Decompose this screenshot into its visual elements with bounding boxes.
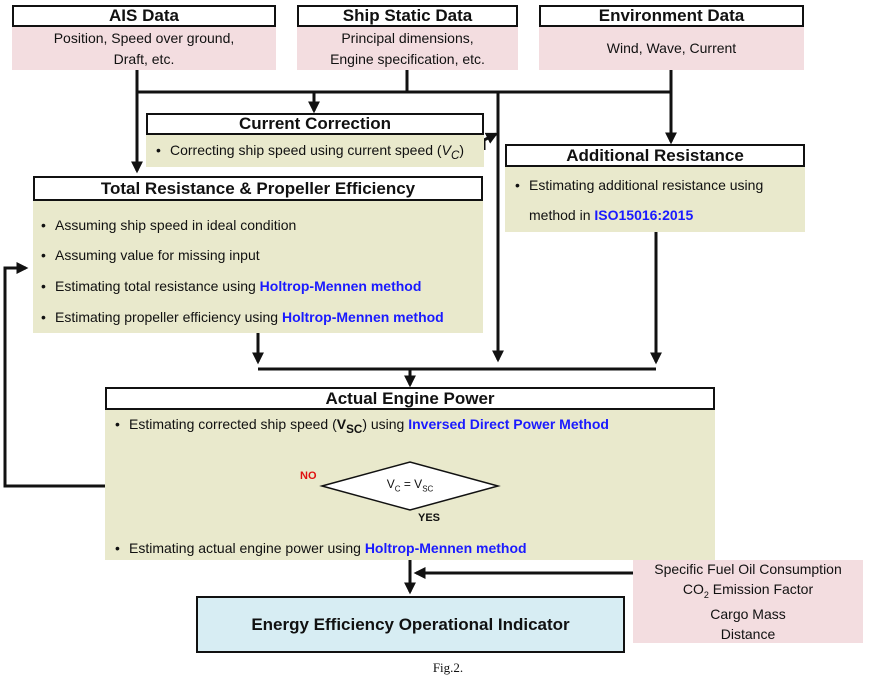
static-line2: Engine specification, etc. (330, 50, 485, 67)
factor-sfoc: Specific Fuel Oil Consumption (654, 560, 842, 577)
bullet-propeller-efficiency: •Estimating propeller efficiency using H… (41, 309, 444, 325)
factor-cargo-mass: Cargo Mass (710, 606, 786, 623)
ais-data-details: Position, Speed over ground, Draft, etc. (12, 27, 276, 70)
figure-caption: Fig.2. (432, 660, 464, 675)
current-correction-bullet: •Correcting ship speed using current spe… (156, 142, 465, 162)
additional-resistance-body: •Estimating additional resistance using … (505, 167, 805, 232)
total-resistance-body: •Assuming ship speed in ideal condition … (33, 201, 483, 333)
no-label: NO (300, 470, 317, 482)
bullet-missing-input: •Assuming value for missing input (41, 247, 260, 263)
current-to-resistance-arrow (482, 132, 499, 150)
factor-distance: Distance (720, 626, 776, 643)
engine-bullet-power: •Estimating actual engine power using Ho… (115, 540, 527, 556)
environment-data-details: Wind, Wave, Current (539, 27, 804, 70)
ais-line2: Draft, etc. (113, 50, 175, 67)
current-correction-title: Current Correction (146, 113, 484, 135)
bullet-total-resistance: •Estimating total resistance using Holtr… (41, 278, 422, 294)
engine-power-title: Actual Engine Power (105, 387, 715, 410)
eeoi-label: Energy Efficiency Operational Indicator (251, 614, 570, 634)
total-resistance-title: Total Resistance & Propeller Efficiency (33, 176, 483, 201)
env-line1: Wind, Wave, Current (606, 40, 737, 56)
factors-box: Specific Fuel Oil Consumption CO2 Emissi… (633, 560, 863, 643)
ais-data-title: AIS Data (12, 5, 276, 27)
ship-static-data-title: Ship Static Data (297, 5, 518, 27)
static-line1: Principal dimensions, (341, 29, 474, 46)
factor-co2: CO2 Emission Factor (682, 580, 814, 600)
additional-resistance-title: Additional Resistance (505, 144, 805, 167)
ship-static-data-details: Principal dimensions, Engine specificati… (297, 27, 518, 70)
engine-bullet-speed: •Estimating corrected ship speed (VSC) u… (115, 416, 609, 436)
yes-label: YES (418, 512, 441, 524)
ais-line1: Position, Speed over ground, (53, 29, 235, 46)
decision-text: VC = VSC (386, 477, 434, 494)
environment-data-title: Environment Data (539, 5, 804, 27)
bullet-ideal-speed: •Assuming ship speed in ideal condition (41, 217, 297, 233)
current-correction-body: •Correcting ship speed using current spe… (146, 135, 484, 167)
eeoi-output-box: Energy Efficiency Operational Indicator (196, 596, 625, 653)
